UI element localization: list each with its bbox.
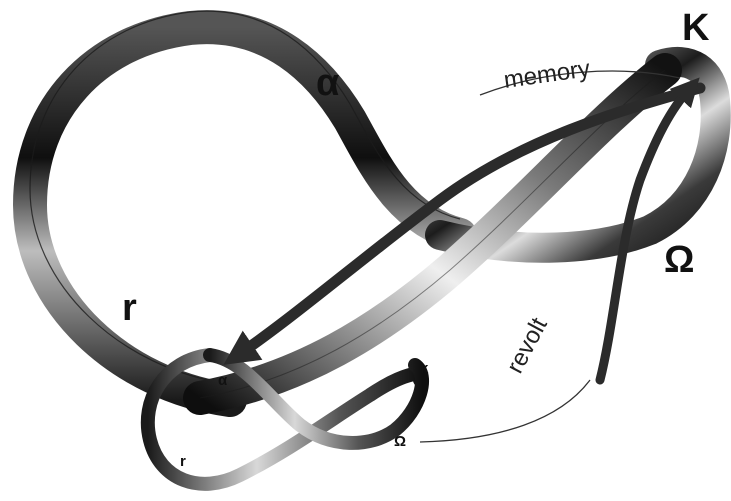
small-label-k: κ bbox=[420, 360, 429, 377]
large-loop-left-band bbox=[12, 10, 477, 417]
small-label-r: r bbox=[180, 453, 186, 470]
small-loop-band-a bbox=[140, 348, 428, 491]
large-label-r: r bbox=[122, 287, 137, 329]
revolt-thin-line bbox=[419, 379, 591, 443]
large-label-k: K bbox=[682, 7, 710, 49]
large-loop-left-edge bbox=[29, 10, 461, 385]
large-ribbon-loop bbox=[12, 10, 731, 417]
large-loop-omega-band bbox=[425, 46, 731, 263]
small-ribbon-loop bbox=[140, 348, 430, 491]
large-loop-diagonal-edge bbox=[199, 69, 666, 399]
large-label-omega: Ω bbox=[664, 239, 694, 281]
small-loop-band-b bbox=[203, 348, 430, 450]
small-label-alpha: α bbox=[218, 372, 228, 389]
memory-label: memory bbox=[502, 55, 592, 94]
revolt-connector bbox=[419, 77, 700, 443]
small-label-omega: Ω bbox=[394, 433, 406, 450]
revolt-arrow bbox=[595, 77, 700, 385]
memory-arrow bbox=[223, 82, 706, 365]
revolt-label: revolt bbox=[501, 313, 553, 378]
large-label-alpha: α bbox=[316, 62, 339, 104]
memory-thin-line bbox=[479, 70, 681, 96]
memory-connector bbox=[223, 70, 706, 365]
